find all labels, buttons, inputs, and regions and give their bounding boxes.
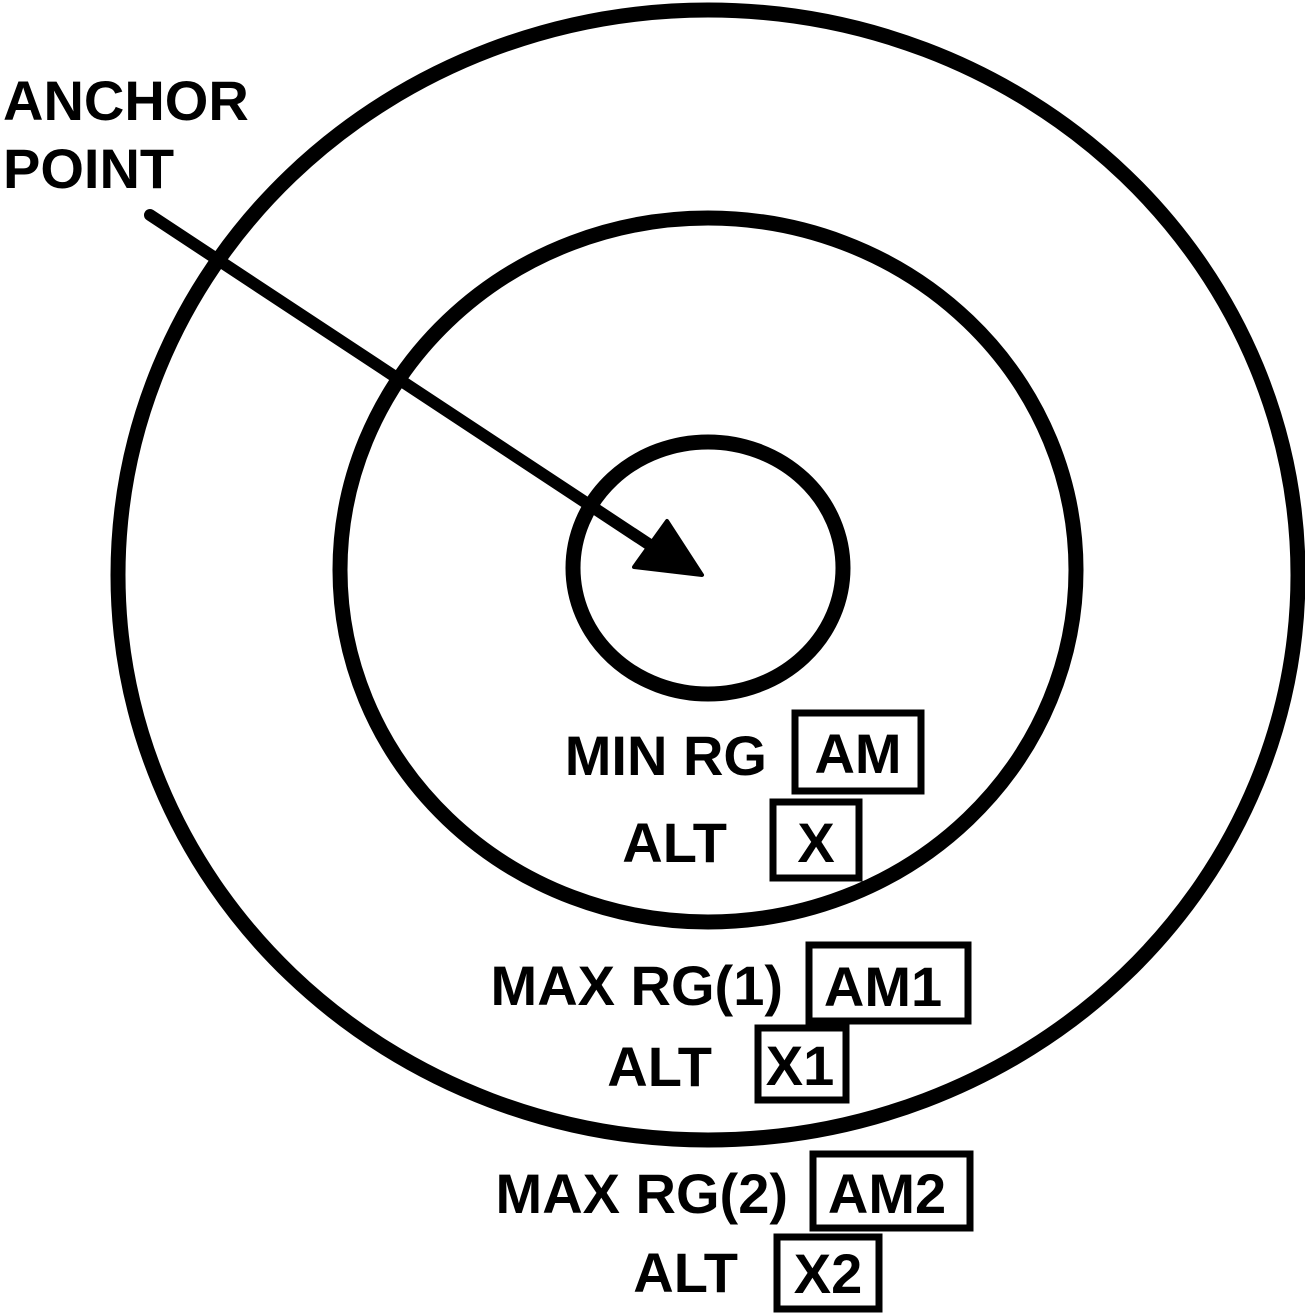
min-range-alt-label: ALT xyxy=(622,811,727,874)
max-range-1-value: AM1 xyxy=(824,955,942,1018)
outer-range-ring xyxy=(110,2,1305,1148)
max-range-2-label: MAX RG(2) xyxy=(496,1162,788,1225)
max-range-1-value-box xyxy=(805,941,972,1025)
anchor-label-line2: POINT xyxy=(3,137,174,200)
max-range-2-alt-label: ALT xyxy=(633,1241,738,1304)
max-range-2-alt-value-box xyxy=(773,1233,883,1313)
max-range-1-alt-value-box xyxy=(754,1024,850,1104)
min-range-alt-value: X xyxy=(797,811,834,874)
min-range-alt-value-box xyxy=(769,798,863,882)
inner-range-ring xyxy=(565,434,851,702)
max-range-2-alt-value: X2 xyxy=(794,1242,863,1305)
min-range-label: MIN RG xyxy=(565,724,767,787)
min-range-value-box xyxy=(791,709,925,795)
middle-range-ring xyxy=(332,210,1084,930)
max-range-2-value: AM2 xyxy=(828,1162,946,1225)
min-range-value: AM xyxy=(814,722,901,785)
max-range-2-value-box xyxy=(809,1150,974,1232)
anchor-label-line1: ANCHOR xyxy=(3,69,249,132)
anchor-leader-line xyxy=(144,209,656,551)
max-range-1-alt-value: X1 xyxy=(766,1034,835,1097)
anchor-arrowhead-icon xyxy=(632,519,704,577)
max-range-1-label: MAX RG(1) xyxy=(491,954,783,1017)
max-range-1-alt-label: ALT xyxy=(607,1035,712,1098)
